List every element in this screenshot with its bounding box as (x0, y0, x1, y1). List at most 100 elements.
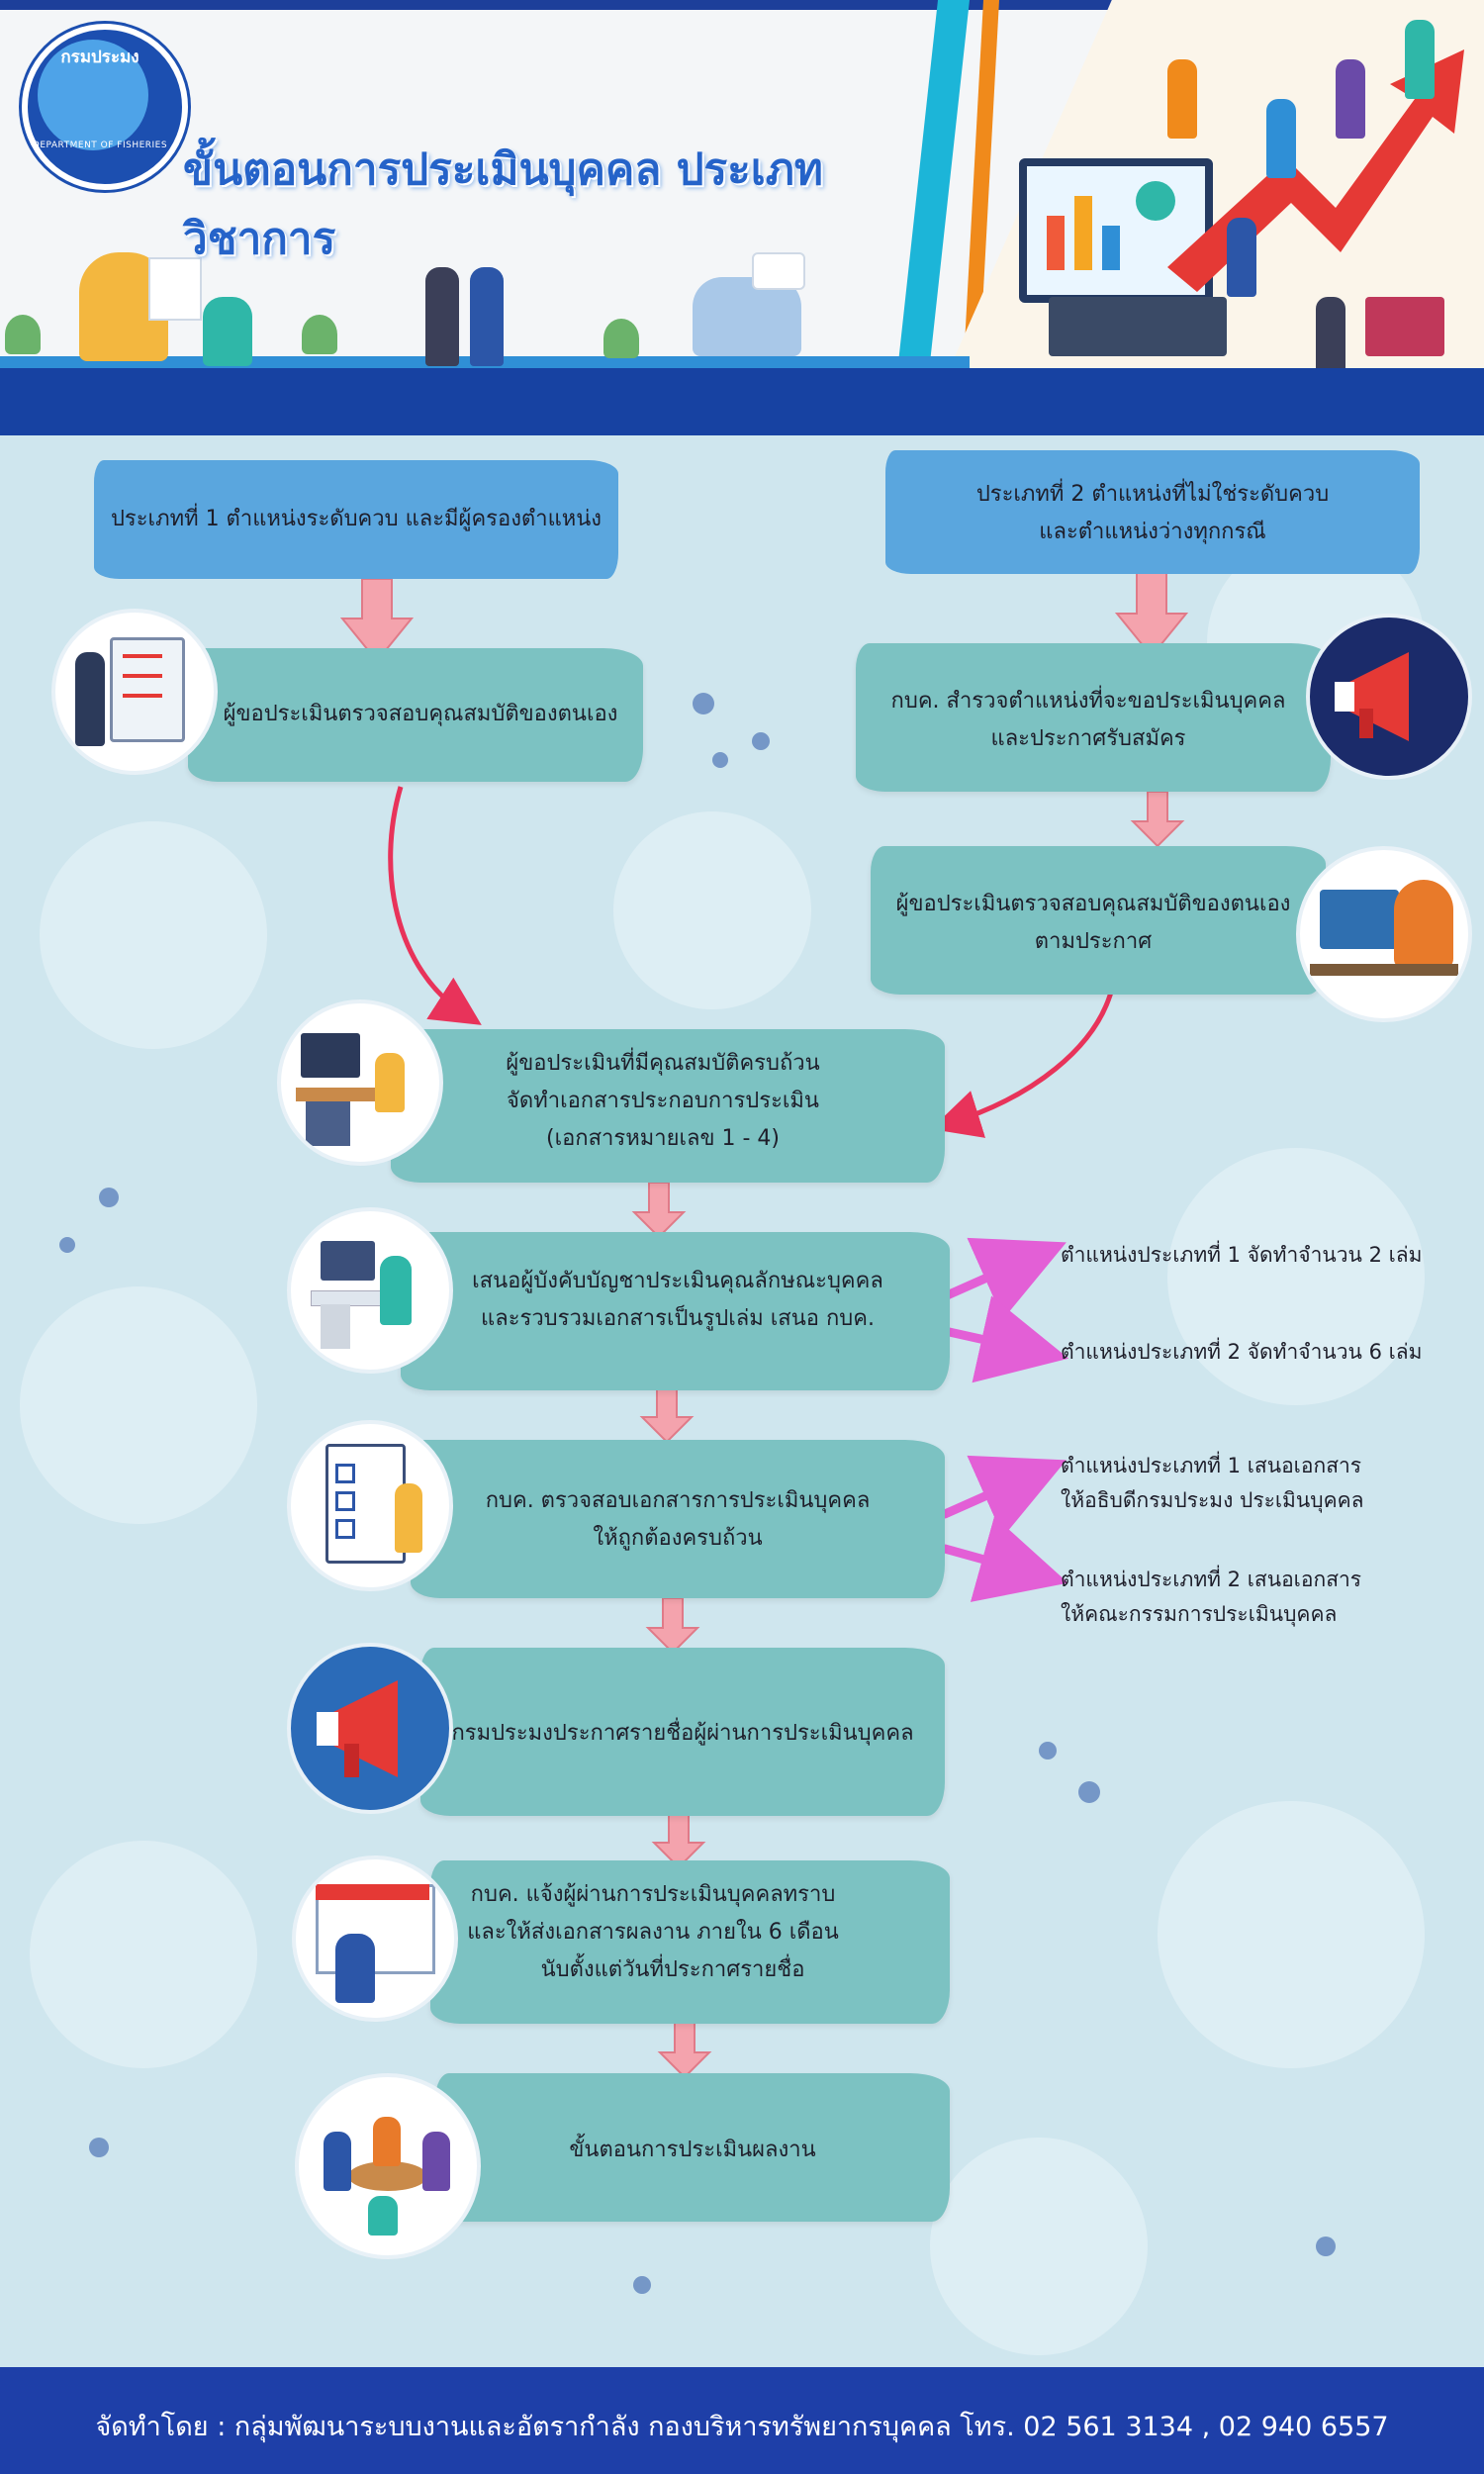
down-arrow (657, 2022, 712, 2079)
books-illustration (1365, 297, 1444, 356)
background-flower (40, 821, 267, 1049)
step1-line3: (เอกสารหมายเลข 1 - 4) (545, 1126, 781, 1151)
online-worker-illustration (1296, 846, 1472, 1022)
background-dot (633, 2276, 651, 2294)
person-illustration (1316, 297, 1345, 376)
step2-line1: เสนอผู้บังคับบัญชาประเมินคุณลักษณะบุคคล (472, 1269, 883, 1293)
footer-credit: จัดทำโดย : กลุ่มพัฒนาระบบงานและอัตรากำลั… (95, 2412, 1389, 2442)
side-arrow (940, 1455, 1067, 1538)
background-dot (59, 1237, 75, 1253)
header-band (0, 368, 1484, 435)
down-arrow (631, 1182, 687, 1239)
side-note-b2-line2: ให้คณะกรรมการประเมินบุคคล (1061, 1602, 1338, 1626)
step6-box (435, 2073, 950, 2222)
plant-icon (302, 315, 337, 354)
type2-step1-line2: และประกาศรับสมัคร (990, 726, 1186, 751)
step1-line1: ผู้ขอประเมินที่มีคุณสมบัติครบถ้วน (506, 1051, 820, 1076)
page-title: ขั้นตอนการประเมินบุคคล ประเภทวิชาการ (183, 144, 823, 264)
person-illustration (1336, 59, 1365, 139)
step1-line2: จัดทำเอกสารประกอบการประเมิน (507, 1089, 819, 1113)
logo-emblem (38, 40, 148, 150)
type2-step1-box (856, 643, 1331, 792)
background-flower (30, 1841, 257, 2068)
side-note-b2-line1: ตำแหน่งประเภทที่ 2 เสนอเอกสาร (1061, 1568, 1362, 1591)
side-note-b1-line2: ให้อธิบดีกรมประมง ประเมินบุคคล (1061, 1488, 1364, 1512)
chart-board-icon (148, 257, 202, 321)
person-illustration (1405, 20, 1435, 99)
background-dot (1039, 1742, 1057, 1760)
laptop-illustration (1049, 297, 1227, 356)
clipboard-check-illustration (287, 1420, 453, 1591)
side-arrow (940, 1295, 1069, 1383)
step6-text: ขั้นตอนการประเมินผลงาน (569, 2138, 816, 2162)
person-illustration (1227, 218, 1256, 297)
step5-line1: กบค. แจ้งผู้ผ่านการประเมินบุคคลทราบ (470, 1882, 836, 1907)
down-arrow (651, 1812, 706, 1869)
down-arrow (639, 1386, 695, 1444)
background-dot (89, 2138, 109, 2157)
step5-line3: นับตั้งแต่วันที่ประกาศรายชื่อ (540, 1957, 805, 1982)
side-note-a2: ตำแหน่งประเภทที่ 2 จัดทำจำนวน 6 เล่ม (1061, 1340, 1423, 1364)
side-arrow (940, 1237, 1067, 1320)
person-illustration (470, 267, 504, 366)
type2-label-box (885, 450, 1420, 574)
down-arrow (339, 578, 415, 663)
side-arrow (940, 1516, 1068, 1602)
background-flower (1167, 1148, 1425, 1405)
side-note-b1-line1: ตำแหน่งประเภทที่ 1 เสนอเอกสาร (1061, 1454, 1362, 1477)
side-note-a1: ตำแหน่งประเภทที่ 1 จัดทำจำนวน 2 เล่ม (1061, 1243, 1423, 1267)
type2-label-line1: ประเภทที่ 2 ตำแหน่งที่ไม่ใช่ระดับควบ (975, 482, 1330, 507)
person-illustration (425, 267, 459, 366)
type2-step2-box (871, 846, 1326, 995)
down-arrows (339, 568, 1189, 2079)
curve-arrow-right (930, 984, 1116, 1138)
type2-label-line2: และตำแหน่งว่างทุกกรณี (1039, 520, 1266, 544)
monitor-illustration (1019, 158, 1213, 303)
speech-bubble-icon (752, 252, 805, 290)
background-dot (99, 1188, 119, 1207)
header-top-line (0, 0, 1484, 10)
type2-step2-line1: ผู้ขอประเมินตรวจสอบคุณสมบัติของตนเอง (895, 892, 1291, 916)
type1-label-box (94, 460, 618, 579)
curve-arrow-left (388, 786, 482, 1025)
logo-text-top: กรมประมง (60, 48, 139, 67)
type1-step1-text: ผู้ขอประเมินตรวจสอบคุณสมบัติของตนเอง (223, 702, 618, 726)
step3-box (411, 1440, 945, 1598)
step3-line1: กบค. ตรวจสอบเอกสารการประเมินบุคคล (485, 1488, 871, 1513)
team-meeting-illustration (295, 2073, 481, 2259)
background-dot (1316, 2236, 1336, 2256)
step2-box (401, 1232, 950, 1390)
type1-label: ประเภทที่ 1 ตำแหน่งระดับควบ และมีผู้ครอง… (110, 507, 603, 531)
megaphone-icon (287, 1643, 453, 1814)
footer-bar (0, 2367, 1484, 2474)
background-flower (930, 2138, 1148, 2355)
calendar-illustration (292, 1856, 458, 2022)
megaphone-icon (1306, 614, 1472, 780)
plant-icon (5, 315, 41, 354)
step2-line2: และรวบรวมเอกสารเป็นรูปเล่ม เสนอ กบค. (481, 1306, 875, 1331)
flow-connectors (339, 568, 1189, 2079)
office-computer-illustration (287, 1207, 453, 1374)
step5-line2: และให้ส่งเอกสารผลงาน ภายใน 6 เดือน (467, 1920, 839, 1945)
background-dot (693, 693, 714, 714)
meeting-illustration (693, 277, 801, 356)
logo-text-bottom: DEPARTMENT OF FISHERIES (32, 141, 168, 150)
person-illustration (1167, 59, 1197, 139)
type1-step1-box (188, 648, 643, 782)
plant-icon (603, 319, 639, 358)
background-flower (1158, 1801, 1425, 2068)
step1-box (391, 1029, 945, 1183)
step5-box (430, 1860, 950, 2024)
down-arrow (1130, 791, 1185, 848)
background-dot (1078, 1781, 1100, 1803)
background-dot (752, 732, 770, 750)
step3-line2: ให้ถูกต้องครบถ้วน (593, 1526, 763, 1551)
desk-worker-illustration (277, 999, 443, 1166)
person-illustration (1266, 99, 1296, 178)
type2-step1-line1: กบค. สำรวจตำแหน่งที่จะขอประเมินบุคคล (890, 689, 1286, 714)
background-flower (613, 811, 811, 1009)
step4-box (420, 1648, 945, 1816)
step4-text: กรมประมงประกาศรายชื่อผู้ผ่านการประเมินบุ… (451, 1721, 914, 1746)
background-dot (712, 752, 728, 768)
down-arrow (1114, 568, 1189, 658)
